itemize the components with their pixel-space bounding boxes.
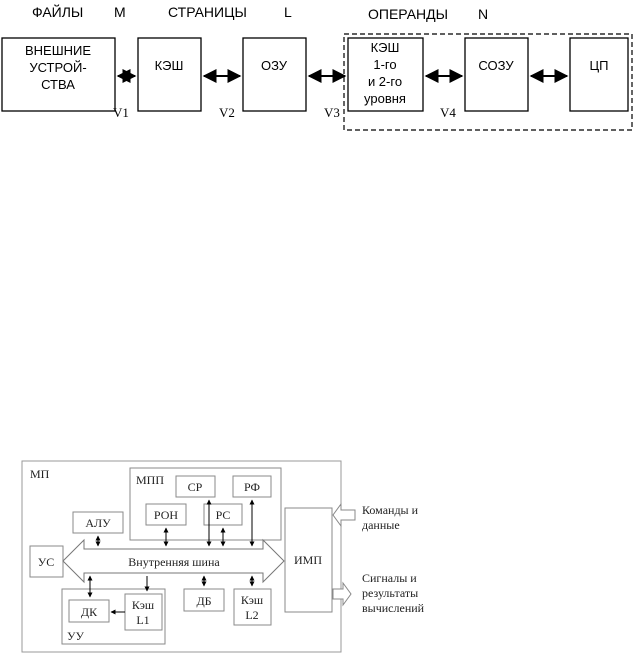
signals-line-3: вычислений	[362, 601, 425, 615]
ron-label: РОН	[154, 508, 178, 522]
cache-l12-line-4: уровня	[364, 91, 406, 106]
block-cpu: ЦП	[569, 37, 629, 112]
header-files: ФАЙЛЫ	[32, 3, 83, 20]
box-alu	[72, 511, 124, 534]
block-external-devices: ВНЕШНИЕ УСТРОЙ- СТВА	[1, 37, 116, 112]
internal-bus	[62, 538, 285, 584]
external-line-1: ВНЕШНИЕ	[25, 43, 91, 58]
header-files-var: M	[114, 4, 126, 20]
signals-line-2: результаты	[362, 586, 418, 600]
commands-line-1: Команды и	[362, 503, 419, 517]
cr-label: СР	[188, 480, 203, 494]
signals-output-arrow	[332, 581, 352, 607]
us-label: УС	[38, 555, 55, 569]
cache-l12-line-3: и 2-го	[368, 74, 402, 89]
mp-block: МП МПП СР РФ РОН РС АЛУ УС Внутренняя ши…	[21, 460, 342, 653]
top-links: V1 V2 V3 V4	[113, 69, 569, 120]
header-pages: СТРАНИЦЫ	[168, 4, 247, 20]
cache-l1-line-2: L1	[136, 613, 149, 627]
link-label-v3: V3	[324, 105, 340, 120]
box-dk	[68, 599, 110, 623]
external-line-2: УСТРОЙ-	[29, 60, 86, 75]
commands-line-2: данные	[362, 518, 400, 532]
box-db	[183, 588, 225, 612]
cache-l12-line-1: КЭШ	[371, 40, 400, 55]
box-rf	[232, 475, 272, 498]
block-ram: ОЗУ	[242, 37, 307, 112]
ram-label: ОЗУ	[261, 58, 288, 73]
mp-label: МП	[30, 467, 50, 481]
external-line-3: СТВА	[41, 77, 75, 92]
box-cache-l1	[124, 593, 163, 631]
box-rs	[203, 503, 243, 526]
box-cache-l2	[233, 588, 272, 626]
box-us	[29, 545, 64, 578]
block-cache-l1-l2: КЭШ 1-го и 2-го уровня	[347, 37, 424, 112]
cache-l2-line-1: Кэш	[241, 593, 264, 607]
block-cache: КЭШ	[137, 37, 202, 112]
rs-label: РС	[216, 508, 231, 522]
link-label-v1: V1	[113, 105, 129, 120]
db-label: ДБ	[196, 594, 211, 608]
dk-label: ДК	[81, 605, 98, 619]
top-headers: ФАЙЛЫ M СТРАНИЦЫ L ОПЕРАНДЫ N	[32, 3, 488, 22]
cache-l2-line-2: L2	[245, 608, 258, 622]
imp-label: ИМП	[294, 553, 322, 567]
header-operands-var: N	[478, 6, 488, 22]
header-operands: ОПЕРАНДЫ	[368, 6, 448, 22]
block-sram: СОЗУ	[464, 37, 529, 112]
signals-line-1: Сигналы и	[362, 571, 417, 585]
commands-input-arrow	[332, 502, 356, 528]
cache-l12-line-2: 1-го	[373, 57, 396, 72]
cpu-label: ЦП	[590, 58, 609, 73]
link-label-v4: V4	[440, 105, 456, 120]
cache-label: КЭШ	[155, 58, 184, 73]
box-imp	[284, 507, 333, 613]
sram-label: СОЗУ	[478, 58, 514, 73]
box-ron	[145, 503, 187, 526]
link-label-v2: V2	[219, 105, 235, 120]
bus-label: Внутренняя шина	[128, 555, 220, 569]
alu-label: АЛУ	[85, 516, 111, 530]
connectors	[87, 499, 255, 615]
mpp-label: МПП	[136, 473, 164, 487]
box-cr	[175, 475, 216, 498]
cache-l1-line-1: Кэш	[132, 598, 155, 612]
header-pages-var: L	[284, 4, 292, 20]
rf-label: РФ	[244, 480, 260, 494]
uu-label: УУ	[67, 629, 84, 643]
